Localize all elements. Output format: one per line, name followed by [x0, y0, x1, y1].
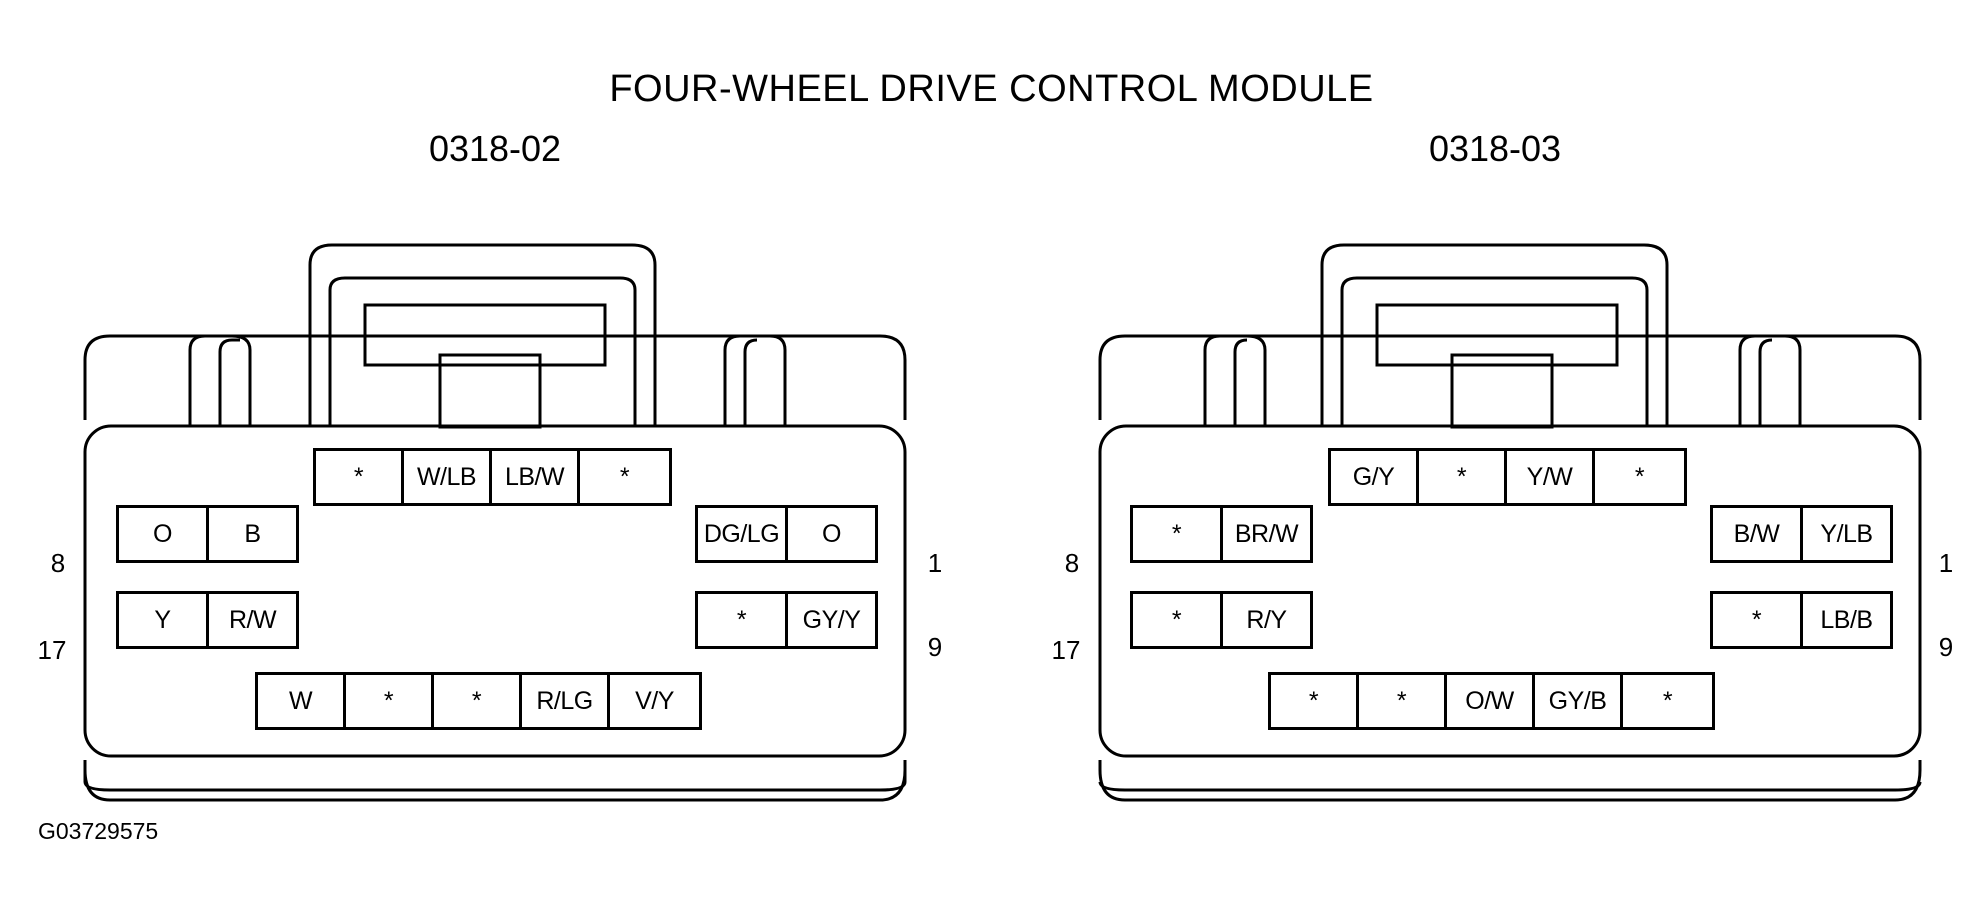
pin-label-8-left: 8	[50, 548, 66, 578]
diagram-title: FOUR-WHEEL DRIVE CONTROL MODULE	[609, 68, 1374, 110]
terminal-cell: V/Y	[607, 672, 702, 730]
terminal-cell: O	[785, 505, 878, 563]
terminal-cell: *	[1130, 591, 1223, 649]
terminal-cell: LB/B	[1800, 591, 1893, 649]
terminal-cell: O/W	[1444, 672, 1535, 730]
terminal-cell: LB/W	[489, 448, 580, 506]
terminal-cell: *	[1416, 448, 1507, 506]
pin-label-17-left: 17	[37, 635, 67, 665]
terminal-cell: *	[695, 591, 788, 649]
terminal-cell: *	[1620, 672, 1715, 730]
pin-label-1-right: 1	[1938, 548, 1954, 578]
terminal-cell: DG/LG	[695, 505, 788, 563]
terminal-cell: *	[1592, 448, 1687, 506]
terminal-cell: B	[206, 505, 299, 563]
terminal-cell: Y	[116, 591, 209, 649]
terminal-cell: G/Y	[1328, 448, 1419, 506]
pin-label-1-left: 1	[927, 548, 943, 578]
terminal-cell: R/W	[206, 591, 299, 649]
connector-outline-right	[1098, 243, 1922, 802]
pin-label-17-right: 17	[1051, 635, 1081, 665]
terminal-cell: Y/LB	[1800, 505, 1893, 563]
figure-id: G03729575	[38, 818, 159, 844]
terminal-cell: R/LG	[519, 672, 610, 730]
pin-label-9-left: 9	[927, 632, 943, 662]
pin-label-8-right: 8	[1064, 548, 1080, 578]
pin-label-9-right: 9	[1938, 632, 1954, 662]
connector-outline-left	[83, 243, 907, 802]
terminal-cell: B/W	[1710, 505, 1803, 563]
connector-id-left: 0318-02	[428, 128, 562, 169]
terminal-cell: W/LB	[401, 448, 492, 506]
terminal-cell: GY/Y	[785, 591, 878, 649]
terminal-cell: BR/W	[1220, 505, 1313, 563]
connector-id-right: 0318-03	[1428, 128, 1562, 169]
terminal-cell: *	[313, 448, 404, 506]
terminal-cell: *	[1356, 672, 1447, 730]
terminal-cell: Y/W	[1504, 448, 1595, 506]
terminal-cell: *	[1268, 672, 1359, 730]
terminal-cell: *	[577, 448, 672, 506]
terminal-cell: *	[343, 672, 434, 730]
terminal-cell: O	[116, 505, 209, 563]
terminal-cell: R/Y	[1220, 591, 1313, 649]
terminal-cell: *	[1130, 505, 1223, 563]
terminal-cell: *	[431, 672, 522, 730]
terminal-cell: GY/B	[1532, 672, 1623, 730]
terminal-cell: *	[1710, 591, 1803, 649]
terminal-cell: W	[255, 672, 346, 730]
